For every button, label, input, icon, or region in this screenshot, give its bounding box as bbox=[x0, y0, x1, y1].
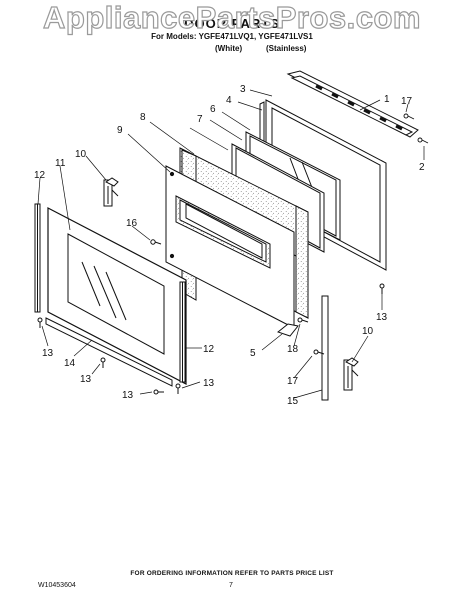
callout-14: 14 bbox=[64, 358, 76, 369]
callout-10-left: 10 bbox=[75, 149, 87, 160]
callout-13-d: 13 bbox=[203, 378, 215, 389]
callout-13-e: 13 bbox=[376, 312, 388, 323]
screw-13-a bbox=[37, 317, 43, 328]
callout-13-a: 13 bbox=[42, 348, 54, 359]
models-line: For Models: YGFE471LVQ1, YGFE471LVS1 bbox=[151, 32, 313, 41]
watermark-text: AppliancePartsPros.com bbox=[42, 0, 421, 36]
ordering-note: FOR ORDERING INFORMATION REFER TO PARTS … bbox=[130, 570, 334, 577]
callout-17-top: 17 bbox=[401, 96, 413, 107]
screw-13-e bbox=[379, 283, 385, 294]
callout-3: 3 bbox=[240, 84, 246, 95]
callout-15: 15 bbox=[287, 396, 299, 407]
callout-11: 11 bbox=[55, 158, 66, 169]
part-1-vent-trim bbox=[286, 70, 419, 138]
part-11-outer-door bbox=[47, 207, 187, 385]
callout-4: 4 bbox=[226, 95, 232, 106]
callout-16: 16 bbox=[126, 218, 138, 229]
callout-9: 9 bbox=[117, 125, 123, 136]
callout-12-left: 12 bbox=[34, 170, 46, 181]
callout-2: 2 bbox=[419, 162, 425, 173]
callout-12-right: 12 bbox=[203, 344, 215, 355]
part-12-right-trim bbox=[179, 281, 186, 383]
screw-17-bottom bbox=[313, 349, 325, 355]
screw-13-c bbox=[153, 389, 164, 395]
callout-17-bottom: 17 bbox=[287, 376, 299, 387]
page-number: 7 bbox=[229, 582, 233, 589]
callout-8: 8 bbox=[140, 112, 146, 123]
variant-stainless: (Stainless) bbox=[266, 44, 307, 53]
part-14-bottom-trim bbox=[45, 317, 173, 387]
screw-13-b bbox=[100, 357, 106, 368]
part-10-hinge-left bbox=[103, 177, 119, 207]
page-title: DOOR PARTS bbox=[184, 16, 280, 31]
variant-white: (White) bbox=[215, 44, 243, 53]
callout-1: 1 bbox=[384, 94, 390, 105]
part-12-left-trim bbox=[34, 203, 41, 313]
callout-7: 7 bbox=[197, 114, 203, 125]
part-10-hinge-right bbox=[343, 357, 359, 391]
screw-2 bbox=[417, 137, 429, 144]
part-5-bracket bbox=[276, 323, 299, 337]
screw-17-top bbox=[403, 113, 415, 120]
part-15-side-bracket bbox=[321, 295, 329, 401]
callout-10-right: 10 bbox=[362, 326, 374, 337]
callout-5: 5 bbox=[250, 348, 256, 359]
callout-13-c: 13 bbox=[122, 390, 134, 401]
callout-6: 6 bbox=[210, 104, 216, 115]
screw-16 bbox=[150, 239, 162, 245]
screw-18 bbox=[297, 317, 309, 323]
screw-13-d bbox=[175, 383, 181, 394]
document-number: W10453604 bbox=[38, 582, 76, 589]
callout-13-b: 13 bbox=[80, 374, 92, 385]
leader-lines bbox=[37, 89, 425, 399]
callout-18: 18 bbox=[287, 344, 299, 355]
part-9-inner-door-panel bbox=[165, 165, 295, 329]
